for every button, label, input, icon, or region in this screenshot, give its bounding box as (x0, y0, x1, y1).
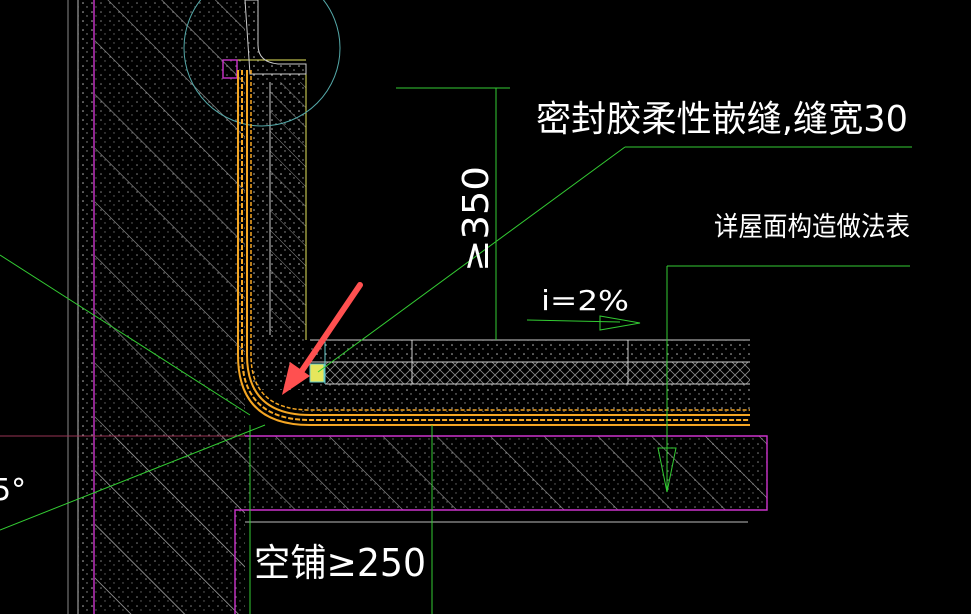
roof-note-label: 详屋面构造做法表 (714, 212, 910, 243)
leader-lines (0, 87, 912, 614)
height-dimension-label: ≥350 (456, 166, 497, 272)
slope-label: i=2% (541, 284, 629, 317)
degree-fragment-label: 5° (0, 473, 26, 508)
empty-lay-label: 空铺≥250 (254, 541, 426, 585)
roof-layers (300, 339, 750, 412)
waterproof-membrane (237, 70, 750, 426)
roof-slab (0, 435, 768, 614)
upper-block (244, 0, 307, 75)
sealant-note-label: 密封胶柔性嵌缝,缝宽30 (536, 99, 908, 140)
red-pointer-arrow (282, 282, 363, 395)
detail-circle (183, 0, 341, 127)
upstand-protection (222, 59, 307, 390)
